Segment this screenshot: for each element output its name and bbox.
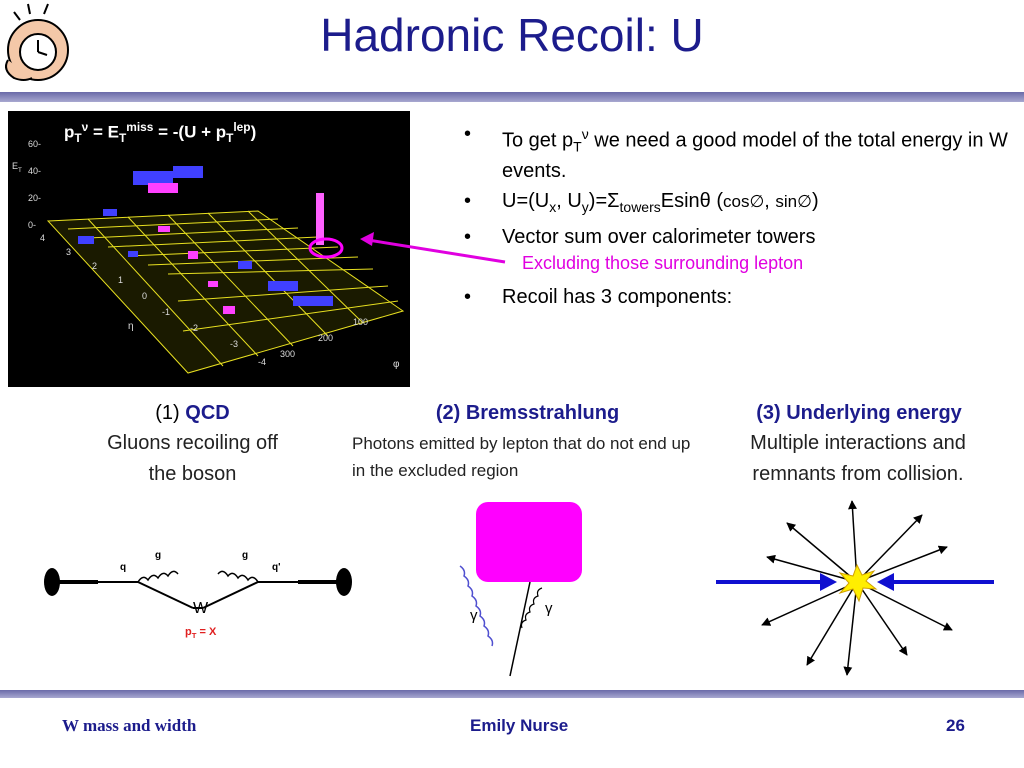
brem-description: Photons emitted by lepton that do not en…	[352, 434, 691, 480]
bullet-item: •Vector sum over calorimeter towers	[464, 225, 816, 248]
bullet-subnote: Excluding those surrounding lepton	[522, 252, 804, 273]
brem-heading: (2) Bremsstrahlung	[435, 402, 620, 424]
et-axis-ticks: 60-40-20-0-	[28, 139, 42, 230]
page-number: 26	[946, 716, 965, 735]
bullet-item: •U=(Ux, Uy)=ΣtowersEsinθ (cos∅, sin∅)	[464, 189, 819, 215]
eta-tick: 1	[118, 275, 124, 285]
phi-tick: 100	[353, 317, 369, 327]
antiquark-label: q'	[272, 562, 281, 573]
eta-tick: -3	[230, 339, 239, 349]
photon-label: γ	[545, 600, 553, 617]
et-axis-label: ET	[12, 161, 22, 174]
eta-tick: 0	[142, 291, 148, 301]
qcd-heading: (1) QCD	[155, 402, 230, 424]
eta-tick: 4	[40, 233, 46, 243]
qcd-feynman-diagram	[44, 568, 352, 609]
photon-label: γ	[470, 607, 478, 624]
phi-tick: 300	[280, 349, 296, 359]
eta-tick: -1	[162, 307, 171, 317]
underlying-energy-diagram	[716, 500, 994, 676]
bullet-list: •To get pTν we need a good model of the …	[462, 122, 1017, 315]
calorimeter-lego-plot: ET 60-40-20-0- η φ 300 200 100 4 3 2 1 0…	[8, 111, 410, 387]
bullet-item: •Recoil has 3 components:	[464, 285, 733, 308]
eta-tick: 2	[92, 261, 98, 271]
bullet-item: •To get pTν we need a good model of the …	[464, 123, 1008, 182]
footer-divider	[0, 690, 1024, 698]
eta-axis-label: η	[128, 321, 134, 332]
gluon-label: g	[242, 550, 249, 561]
footer-author: Emily Nurse	[470, 716, 569, 735]
eta-tick: 3	[66, 247, 72, 257]
eta-tick: -2	[190, 323, 199, 333]
bremsstrahlung-diagram	[459, 502, 582, 677]
pt-equals-label: pT = X	[185, 626, 217, 641]
slide-title: Hadronic Recoil: U	[320, 9, 704, 61]
ue-heading: (3) Underlying energy	[756, 402, 962, 424]
stopwatch-hand-clipart-icon	[5, 3, 69, 81]
header-divider	[0, 92, 1024, 102]
plot-caption-equation: pTν = ETmiss = -(U + pTlep)	[64, 120, 257, 146]
phi-tick: 200	[318, 333, 334, 343]
phi-axis-label: φ	[393, 359, 400, 370]
footer-left-text: W mass and width	[62, 716, 197, 735]
quark-label: q	[120, 562, 127, 573]
eta-tick: -4	[258, 357, 267, 367]
pointer-arrow	[360, 232, 506, 264]
gluon-label: g	[155, 550, 162, 561]
w-boson-label: W	[193, 600, 209, 617]
